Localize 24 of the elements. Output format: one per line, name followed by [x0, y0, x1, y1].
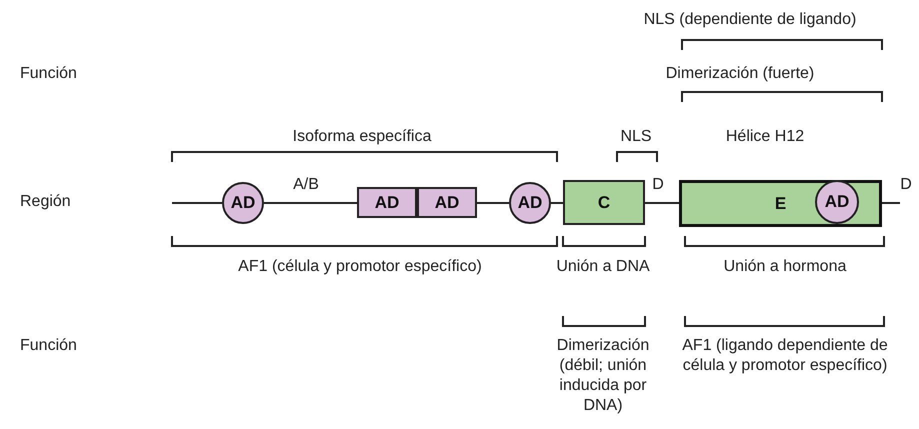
region-label: Unión a DNA [555, 257, 651, 277]
backbone-line [645, 202, 679, 204]
region-label: Unión a hormona [722, 257, 848, 277]
region-label: NLS [619, 127, 653, 147]
region-label: NLS (dependiente de ligando) [642, 10, 858, 30]
region-label: A/B [292, 175, 320, 195]
domain-box: AD [417, 187, 477, 218]
region-label: Hélice H12 [724, 127, 806, 147]
backbone-line [264, 202, 357, 204]
region-label: Función [20, 64, 78, 84]
region-label: Región [20, 192, 72, 212]
region-label: D [651, 175, 665, 195]
region-label: Isoforma específica [292, 127, 432, 147]
backbone-line [477, 202, 509, 204]
region-label: Dimerización (débil; unión inducida por DNA) [556, 336, 650, 416]
domain-box: AD [357, 187, 417, 218]
domain-box: C [563, 180, 645, 225]
backbone-line [551, 202, 563, 204]
domain-box: E AD [679, 180, 882, 227]
region-label: AF1 (célula y promotor específico) [237, 257, 483, 277]
region-label: AF1 (ligando dependiente de célula y promotor específico) [681, 336, 889, 376]
region-label: Función [20, 336, 78, 356]
region-label: Dimerización (fuerte) [664, 64, 816, 84]
region-label: D [899, 175, 913, 195]
